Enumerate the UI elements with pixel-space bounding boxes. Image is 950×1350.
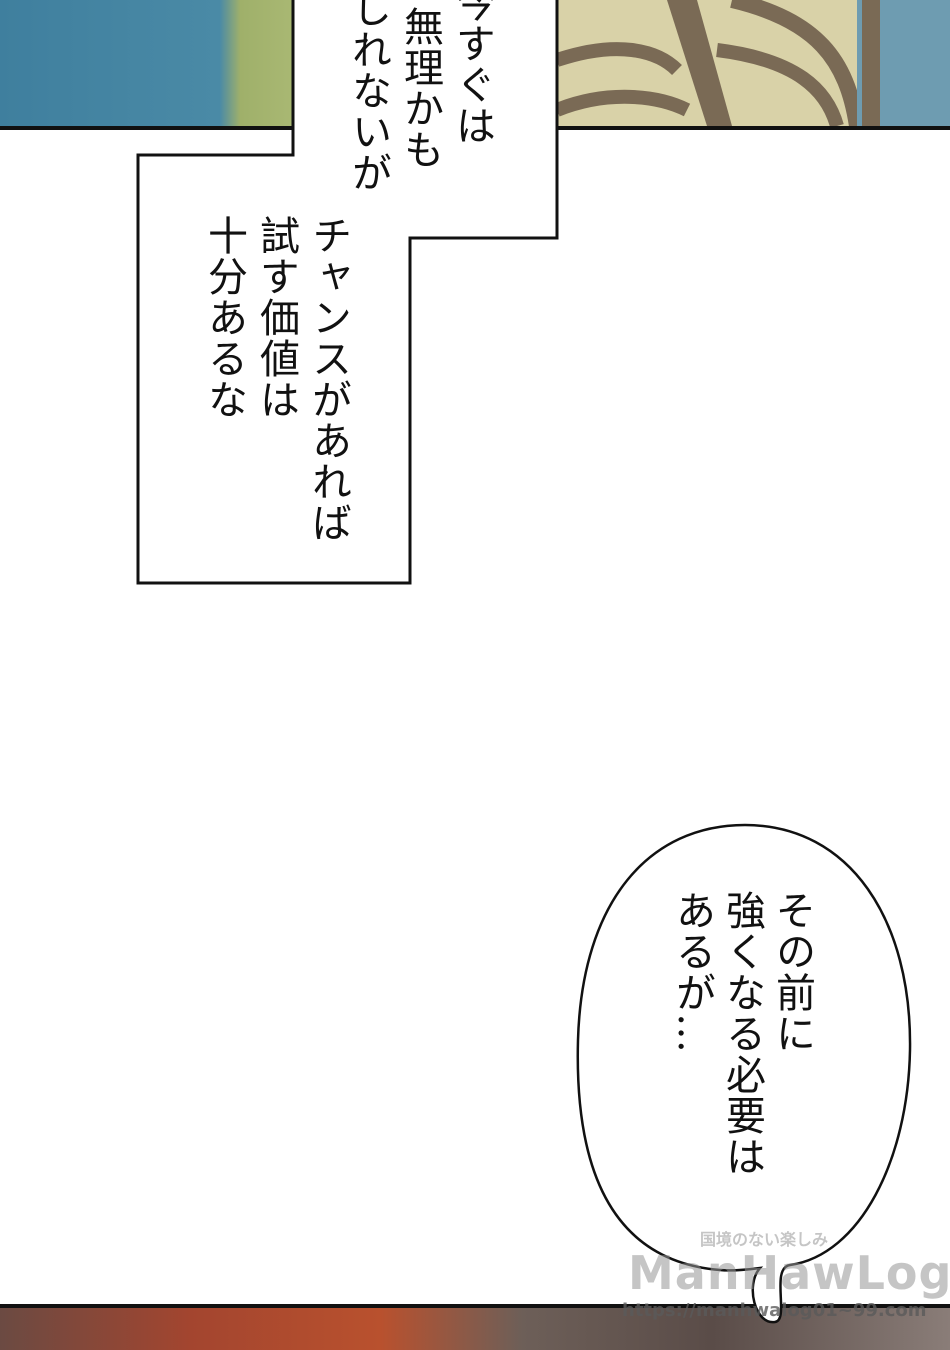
caption-line-4: チャンスがあれば bbox=[305, 215, 351, 543]
speech-line-3: あるが… bbox=[669, 890, 715, 1054]
caption-box bbox=[136, 0, 559, 585]
watermark-logo: ManHawLog bbox=[628, 1246, 950, 1300]
caption-line-6: 十分あるな bbox=[201, 215, 247, 420]
art-panel-bottom bbox=[0, 1304, 950, 1350]
art-panel-top-right-skeleton bbox=[557, 0, 950, 130]
watermark-url: https://manhwalog01~99.com bbox=[622, 1300, 927, 1321]
caption-line-2: 無理かも bbox=[397, 6, 443, 170]
caption-line-5: 試す価値は bbox=[253, 215, 299, 420]
watermark-tagline: 国境のない楽しみ bbox=[700, 1230, 829, 1249]
art-panel-top-left bbox=[0, 0, 293, 130]
speech-line-2: 強くなる必要は bbox=[719, 890, 765, 1177]
caption-line-3: しれないが bbox=[345, 0, 391, 193]
caption-line-1: 今すぐは bbox=[449, 0, 495, 146]
speech-line-1: その前に bbox=[769, 890, 815, 1054]
skeleton-ribs-illustration bbox=[557, 0, 950, 126]
